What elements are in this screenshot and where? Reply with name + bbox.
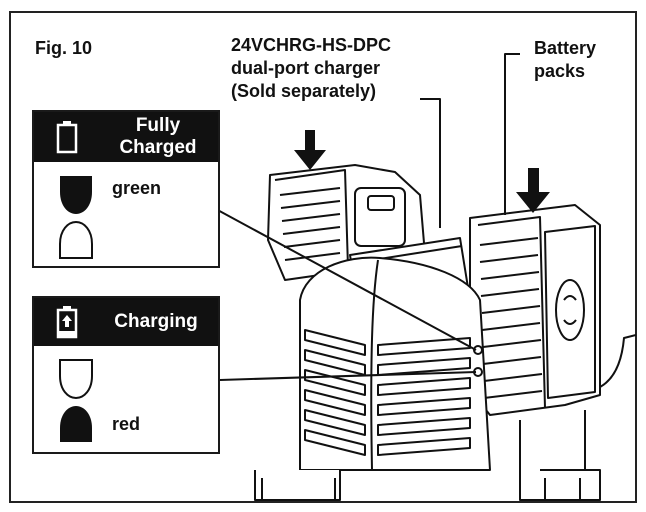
battery-callout: Battery packs (534, 37, 596, 83)
charging-leds (59, 359, 93, 442)
fully-charged-title: Fully Charged (98, 115, 218, 159)
charger-callout-line-3: (Sold separately) (231, 81, 377, 101)
charging-leader-line (219, 371, 477, 381)
fully-charged-header: Fully Charged (34, 112, 218, 162)
led-off-icon (59, 359, 93, 400)
charger-callout: 24VCHRG-HS-DPC dual-port charger (Sold s… (231, 34, 391, 103)
power-cable (597, 334, 637, 389)
battery-full-icon (56, 121, 78, 154)
led-lit-icon (60, 176, 92, 214)
fully-charged-title-line-1: Fully (135, 115, 181, 136)
charger-leader-line (420, 98, 441, 228)
battery-callout-line-1: Battery (534, 38, 597, 58)
charging-legend: Charging red (32, 296, 220, 454)
charger-right-base (519, 410, 601, 501)
right-battery-pack (469, 204, 601, 416)
charger-left-base (254, 470, 341, 501)
insert-arrow-left-icon (294, 130, 326, 170)
charging-header: Charging (34, 298, 218, 346)
insert-arrows (294, 130, 550, 213)
insert-arrow-right-icon (516, 168, 550, 213)
charger-front-housing (299, 256, 491, 471)
figure-label: Fig. 10 (35, 38, 93, 58)
fully-charged-title-line-2: Charged (119, 137, 197, 158)
fully-charged-legend: Fully Charged green (32, 110, 220, 268)
charger-callout-line-2: dual-port charger (231, 58, 381, 78)
fully-charged-leds (59, 176, 93, 259)
battery-charging-icon (56, 306, 78, 339)
charging-title: Charging (114, 311, 198, 332)
charging-state: red (112, 414, 141, 434)
battery-leader-line (504, 53, 520, 215)
charger-callout-line-1: 24VCHRG-HS-DPC (231, 35, 392, 55)
battery-callout-line-2: packs (534, 61, 586, 81)
led-off-icon (59, 220, 93, 259)
led-lit-icon (60, 406, 92, 442)
figure-frame (9, 11, 637, 503)
fully-charged-state: green (112, 178, 162, 198)
fully-charged-leader-line (189, 194, 477, 351)
